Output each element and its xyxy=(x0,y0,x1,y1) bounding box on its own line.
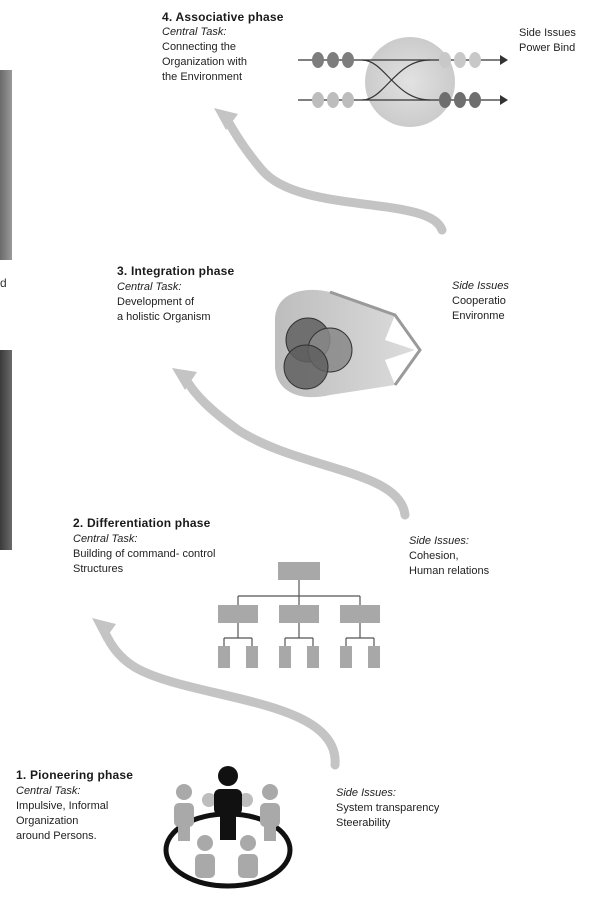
phase-3-task-label: Central Task: xyxy=(117,281,182,293)
phase-4-task-line: Organization with xyxy=(162,56,247,68)
phase-4-side-line: Power Bind xyxy=(519,42,576,52)
phase-3-central-task: Central Task: Development of a holistic … xyxy=(117,280,211,325)
phase-2-task-label: Central Task: xyxy=(73,533,138,545)
left-image-edge-bottom xyxy=(0,350,12,550)
transition-arrow-3 xyxy=(172,368,410,520)
phase-2-side-issues: Side Issues: Cohesion, Human relations xyxy=(409,534,489,579)
phase-3-task-line: a holistic Organism xyxy=(117,311,211,323)
phase-1-task-label: Central Task: xyxy=(16,785,81,797)
phase-3-side-label: Side Issues xyxy=(452,280,509,292)
phase-1-central-task: Central Task: Impulsive, Informal Organi… xyxy=(16,784,108,844)
phase-4-title: 4. Associative phase xyxy=(162,10,284,24)
phase-4-task-line: the Environment xyxy=(162,71,243,83)
phase-2-task-line: Building of command- control xyxy=(73,548,216,560)
phase-1-task-line: Organization xyxy=(16,815,79,827)
phase-1-side-issues: Side Issues: System transparency Steerab… xyxy=(336,786,439,831)
phase-2-side-line: Human relations xyxy=(409,565,490,577)
phase-4-central-task: Central Task: Connecting the Organizatio… xyxy=(162,25,247,85)
phase-4-task-label: Central Task: xyxy=(162,26,227,38)
phase-2-side-line: Cohesion, xyxy=(409,550,459,562)
crossing-flows-icon xyxy=(298,37,508,127)
phase-2-side-label: Side Issues: xyxy=(409,535,469,547)
left-edge-text: d xyxy=(0,276,7,290)
phase-2-central-task: Central Task: Building of command- contr… xyxy=(73,532,215,577)
phase-1-side-line: System transparency xyxy=(336,802,440,814)
phase-1-task-line: around Persons. xyxy=(16,830,97,842)
phase-4-side-label: Side Issues xyxy=(519,27,576,39)
org-chart-icon xyxy=(218,562,380,668)
phase-1-task-line: Impulsive, Informal xyxy=(16,800,109,812)
phase-1-side-label: Side Issues: xyxy=(336,787,396,799)
transition-arrow-4 xyxy=(214,108,447,235)
people-circle-icon xyxy=(163,766,293,889)
phase-3-task-line: Development of xyxy=(117,296,195,308)
phase-1-side-line: Steerability xyxy=(336,817,391,829)
left-image-edge-top xyxy=(0,70,12,260)
phase-3-title: 3. Integration phase xyxy=(117,264,235,278)
phase-4-side-issues: Side Issues Power Bind xyxy=(519,26,593,52)
phase-1-title: 1. Pioneering phase xyxy=(16,768,134,782)
phase-3-side-issues: Side Issues Cooperatio Environme xyxy=(452,279,593,324)
phase-4-task-line: Connecting the xyxy=(162,41,236,53)
overlapping-circles-arrow-icon xyxy=(275,289,422,398)
phase-3-side-line: Cooperatio xyxy=(452,295,506,307)
phase-2-task-line: Structures xyxy=(73,563,124,575)
transition-arrow-2 xyxy=(92,618,340,770)
phase-3-side-line: Environme xyxy=(452,310,505,322)
phase-2-title: 2. Differentiation phase xyxy=(73,516,211,530)
